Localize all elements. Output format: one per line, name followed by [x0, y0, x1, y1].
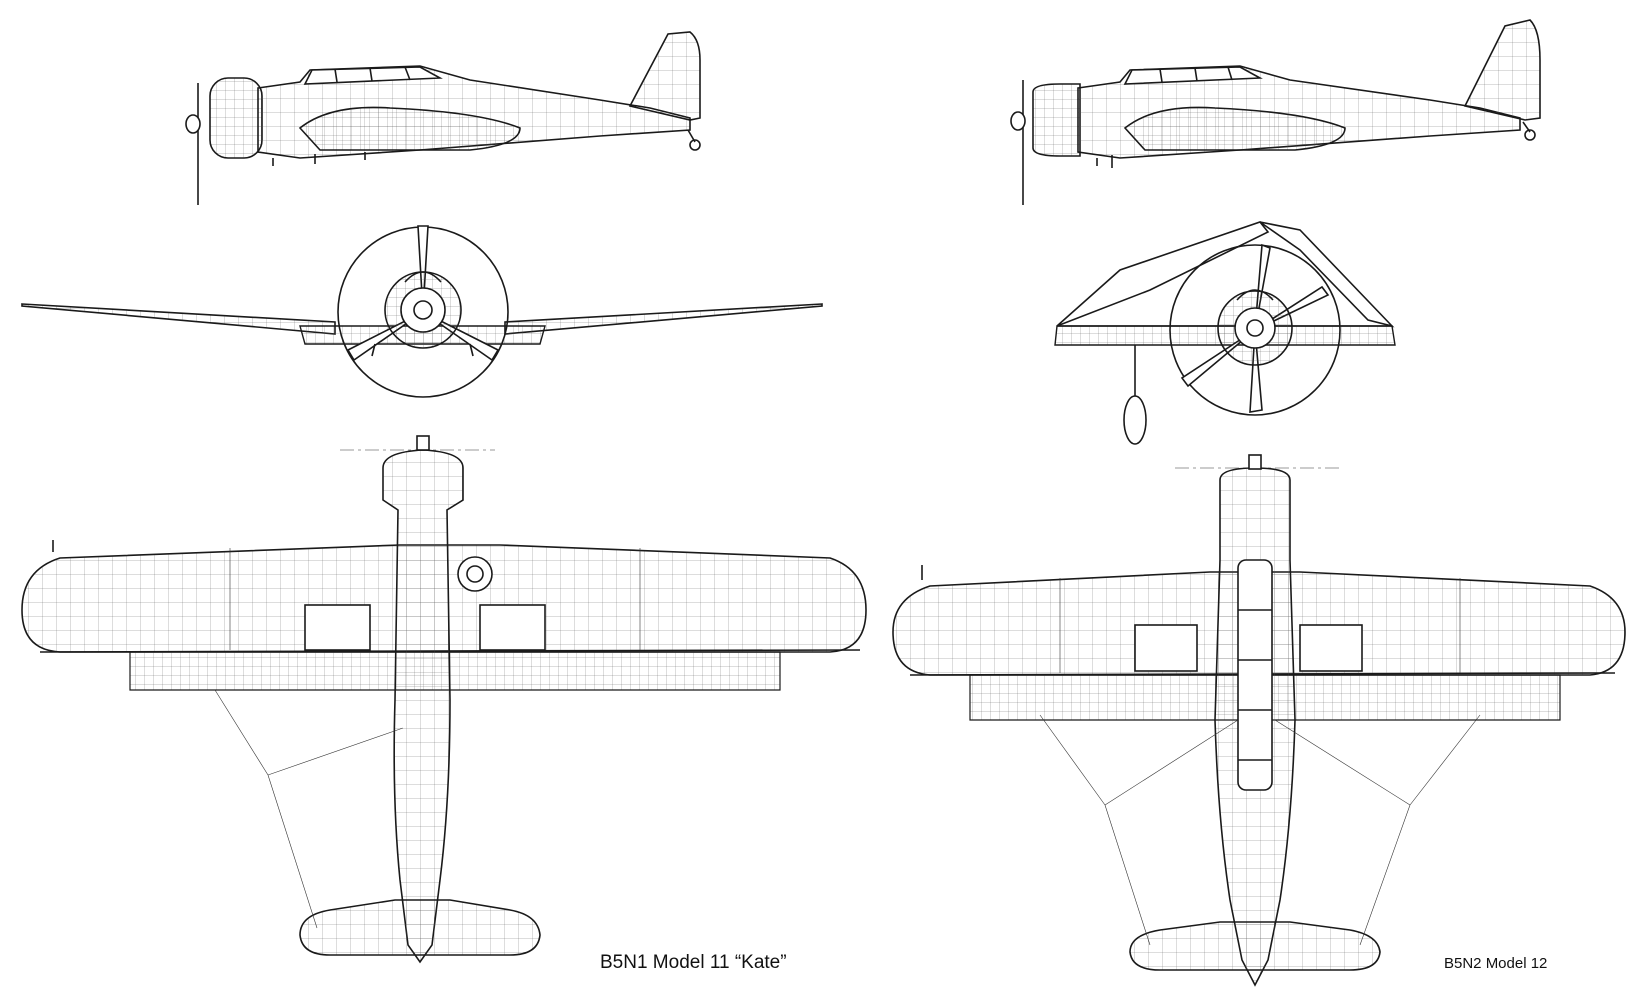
b5n1-front-view [21, 225, 823, 398]
b5n2-front-view [1054, 221, 1396, 445]
b5n1-caption: B5N1 Model 11 “Kate” [600, 952, 787, 973]
b5n1-top-view [21, 435, 867, 964]
b5n2-side-view [1010, 19, 1541, 205]
b5n2-caption: B5N2 Model 12 [1444, 955, 1548, 972]
b5n2-top-view [892, 454, 1626, 987]
b5n1-side-view [185, 31, 701, 205]
